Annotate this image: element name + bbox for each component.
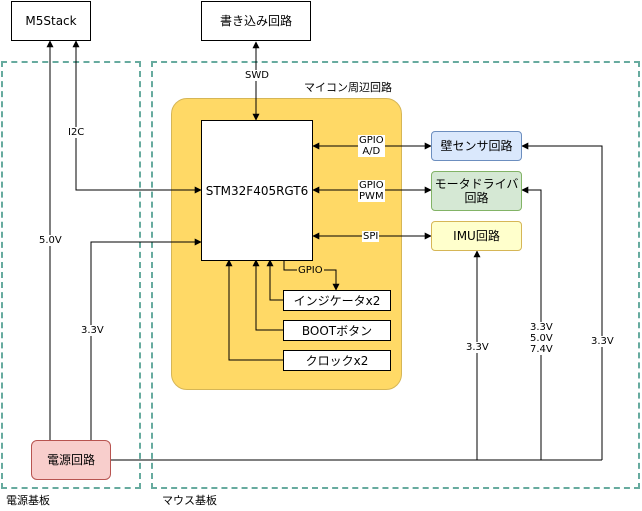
i2c-wire	[72, 40, 202, 194]
power-circuit-block: 電源回路	[31, 440, 111, 480]
motor-driver-block: モータドライバ 回路	[431, 171, 522, 211]
gpio-label: GPIO	[297, 265, 324, 276]
mcu-periph-caption: マイコン周辺回路	[304, 81, 392, 94]
v33-mcu-wire	[90, 238, 202, 440]
m5stack-block: M5Stack	[11, 1, 91, 41]
clock-block: クロックx2	[283, 350, 391, 371]
imu-block: IMU回路	[431, 221, 522, 251]
indicator-block: インジケータx2	[283, 290, 391, 311]
clock-wire	[225, 259, 283, 361]
v33-left-label: 3.3V	[80, 325, 105, 336]
writer-circuit-block: 書き込み回路	[201, 1, 311, 41]
gpio-ad-label: GPIO A/D	[358, 135, 385, 157]
v33-wall-wire	[521, 142, 603, 460]
swd-label: SWD	[244, 70, 270, 81]
v33-right-label: 3.3V	[590, 336, 615, 347]
gpio-pwm-label: GPIO PWM	[358, 180, 385, 202]
v50-label: 5.0V	[38, 235, 63, 246]
spi-label: SPI	[362, 231, 380, 242]
v-motor-label: 3.3V 5.0V 7.4V	[529, 322, 554, 355]
indicator-wire	[266, 259, 283, 301]
mouse-board-outline	[151, 61, 640, 489]
v33-imu-label: 3.3V	[465, 342, 490, 353]
wall-sensor-block: 壁センサ回路	[431, 131, 522, 161]
mouse-board-caption: マウス基板	[162, 494, 217, 507]
mcu-block: STM32F405RGT6	[201, 120, 313, 261]
boot-button-block: BOOTボタン	[283, 320, 391, 341]
power-board-outline	[1, 61, 141, 489]
power-board-caption: 電源基板	[6, 494, 50, 507]
boot-wire	[252, 259, 283, 331]
i2c-label: I2C	[67, 127, 86, 138]
v-motor-wire	[521, 186, 542, 460]
